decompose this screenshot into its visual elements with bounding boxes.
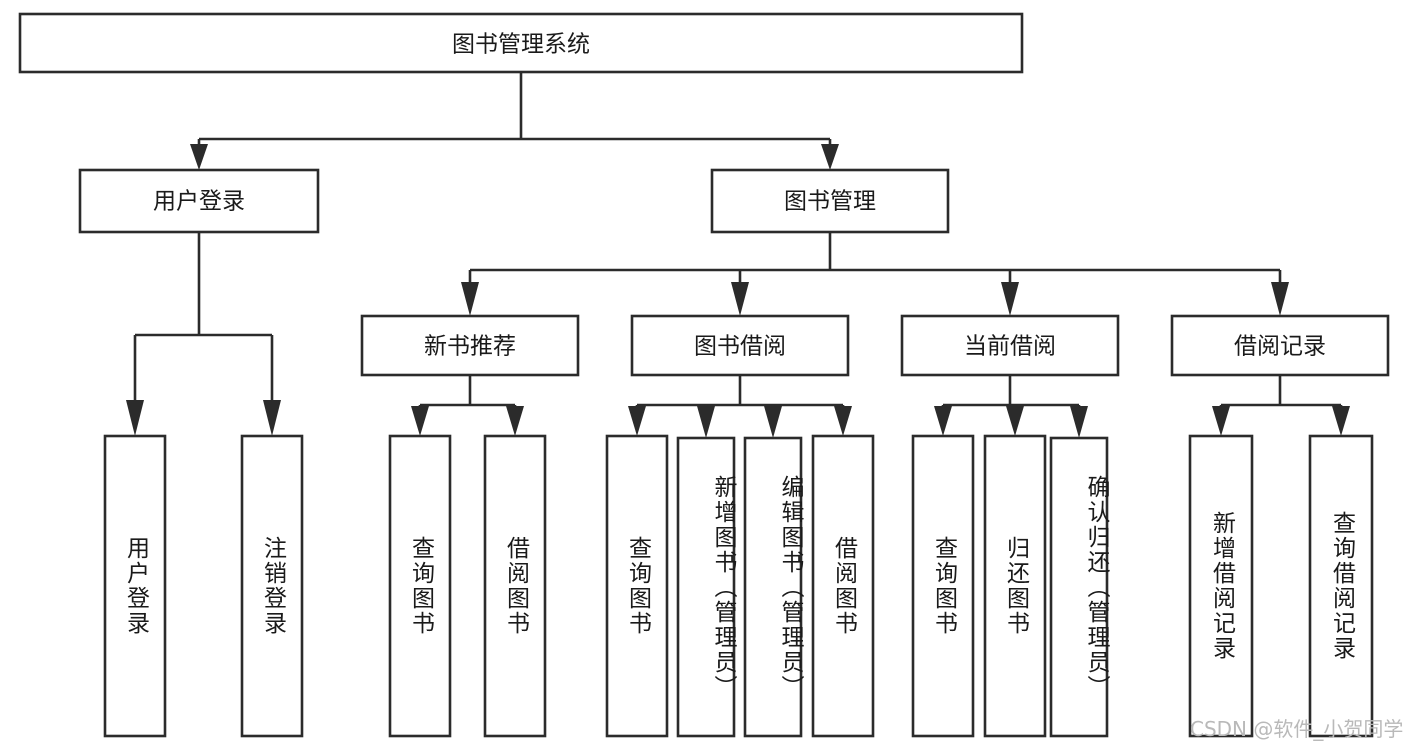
node-book-management[interactable]: 图书管理 [710, 168, 950, 234]
connector-group-book-management [461, 232, 1289, 316]
leaf-add-book-admin-box[interactable] [676, 436, 736, 738]
leaf-query-book-current-box[interactable] [911, 434, 975, 738]
arrow-head-icon [1001, 282, 1019, 316]
connector-group-user-login [126, 232, 281, 436]
leaf-edit-book-admin-box[interactable] [743, 436, 803, 738]
node-user-login[interactable]: 用户登录 [78, 168, 320, 234]
arrow-head-icon [934, 406, 952, 436]
node-current-borrow-box[interactable] [900, 314, 1120, 377]
arrow-head-icon [834, 406, 852, 436]
node-book-management-label: 图书管理 [784, 189, 876, 215]
leaf-user-login-box[interactable] [103, 434, 167, 738]
node-book-borrow[interactable]: 图书借阅 [630, 314, 850, 377]
arrow-head-icon [1271, 282, 1289, 316]
node-root-box[interactable] [18, 12, 1024, 74]
node-root[interactable]: 图书管理系统 [18, 12, 1024, 74]
arrow-head-icon [1212, 406, 1230, 436]
node-user-login-box[interactable] [78, 168, 320, 234]
node-book-borrow-label: 图书借阅 [694, 334, 786, 360]
arrow-head-icon [1070, 406, 1088, 438]
arrow-head-icon [461, 282, 479, 316]
arrow-head-icon [190, 144, 208, 170]
node-new-book-recommend[interactable]: 新书推荐 [360, 314, 580, 377]
leaf-borrow-book-recommend-box[interactable] [483, 434, 547, 738]
node-current-borrow[interactable]: 当前借阅 [900, 314, 1120, 377]
node-book-management-box[interactable] [710, 168, 950, 234]
leaf-logout-box[interactable] [240, 434, 304, 738]
arrow-head-icon [263, 400, 281, 436]
leaf-return-book-box[interactable] [983, 434, 1047, 738]
leaf-confirm-return-admin-box[interactable] [1049, 436, 1109, 738]
arrow-head-icon [506, 406, 524, 436]
node-root-label: 图书管理系统 [452, 32, 590, 58]
arrow-head-icon [1006, 406, 1024, 436]
leaf-borrow-book-box[interactable] [811, 434, 875, 738]
arrow-head-icon [821, 144, 839, 170]
arrow-head-icon [411, 406, 429, 436]
csdn-watermark: CSDN @软件_小贺同学 [1190, 717, 1404, 741]
arrow-head-icon [1332, 406, 1350, 436]
node-borrow-records-box[interactable] [1170, 314, 1390, 377]
connector-group-book-borrow [628, 375, 852, 438]
arrow-head-icon [697, 406, 715, 438]
node-user-login-label: 用户登录 [153, 189, 245, 215]
arrow-head-icon [731, 282, 749, 316]
leaf-query-borrow-record-box[interactable] [1308, 434, 1374, 738]
arrow-head-icon [764, 406, 782, 438]
leaf-query-book-borrow-box[interactable] [605, 434, 669, 738]
connector-group-borrow-records [1212, 375, 1350, 436]
node-borrow-records[interactable]: 借阅记录 [1170, 314, 1390, 377]
node-new-book-recommend-box[interactable] [360, 314, 580, 377]
node-new-book-recommend-label: 新书推荐 [424, 334, 516, 360]
leaf-add-borrow-record-box[interactable] [1188, 434, 1254, 738]
node-borrow-records-label: 借阅记录 [1234, 334, 1326, 360]
leaf-query-book-recommend-box[interactable] [388, 434, 452, 738]
node-current-borrow-label: 当前借阅 [964, 334, 1056, 360]
connector-group-new-book-recommend [411, 375, 524, 436]
connector-group-current-borrow [934, 375, 1088, 438]
arrow-head-icon [628, 406, 646, 436]
arrow-head-icon [126, 400, 144, 436]
connector-group-root [190, 72, 839, 170]
leaf-boxes [103, 434, 1374, 738]
node-book-borrow-box[interactable] [630, 314, 850, 377]
